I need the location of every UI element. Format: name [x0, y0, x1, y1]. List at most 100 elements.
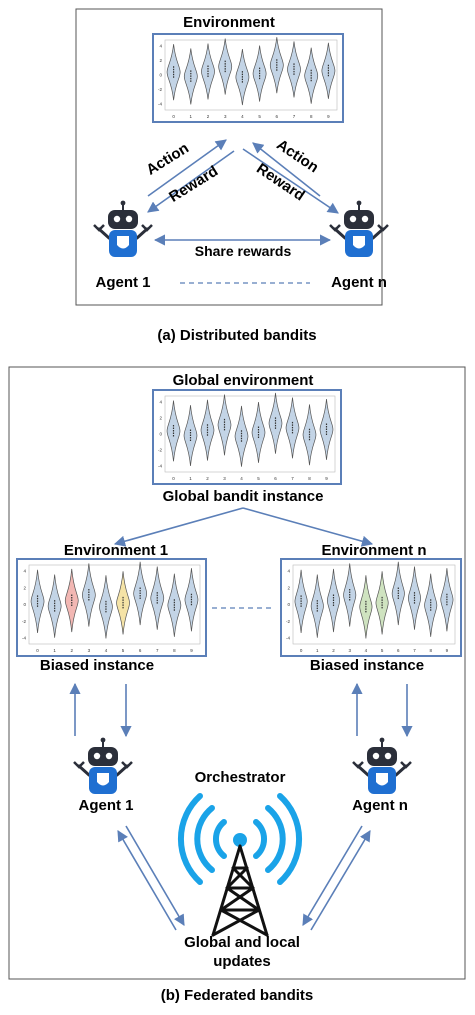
violin-x-tick: 7 — [413, 648, 416, 653]
panel-b-agent-n: Agent n — [352, 797, 408, 814]
violin-y-tick: -4 — [158, 102, 162, 107]
arrow-orch-to-agentn — [310, 830, 371, 931]
violin-y-tick: 4 — [23, 569, 26, 574]
violin-y-tick: -4 — [286, 636, 290, 641]
arrow-reward-right — [242, 148, 339, 214]
plot-axes — [292, 564, 456, 645]
biased-instance-n: Biased instance — [310, 657, 424, 674]
violin-x-tick: 1 — [189, 476, 192, 481]
violin-y-tick: -4 — [22, 636, 26, 641]
arrow-orch-to-agent1 — [117, 830, 177, 931]
violin-x-tick: 0 — [172, 114, 175, 119]
violin-x-tick: 8 — [310, 114, 313, 119]
violin-x-tick: 5 — [122, 648, 125, 653]
violin-x-tick: 6 — [274, 476, 277, 481]
orchestrator-label: Orchestrator — [195, 769, 286, 786]
violin-x-tick: 1 — [316, 648, 319, 653]
violin-y-tick: 2 — [23, 585, 26, 590]
violin-y-tick: 0 — [159, 73, 162, 78]
panel-a-environment-plot: 0 1 2 3 4 5 6 7 8 9 4 2 0 -2 -4 — [152, 33, 344, 123]
violin-y-tick: 2 — [159, 416, 162, 421]
robot-icon — [73, 737, 133, 794]
violin-x-tick: 3 — [223, 476, 226, 481]
env-1-title: Environment 1 — [64, 542, 168, 559]
violin-x-tick: 7 — [293, 114, 296, 119]
violin-x-tick: 1 — [53, 648, 56, 653]
arrow-action-right — [252, 142, 321, 197]
violin-y-tick: -2 — [158, 448, 162, 453]
arrow-agentn-to-orch — [302, 825, 363, 926]
updates-label-line1: Global and local — [184, 934, 300, 951]
panel-b-global-env-title: Global environment — [173, 372, 314, 389]
arrow-agent1-to-orch — [125, 825, 185, 926]
panel-a-environment-title: Environment — [183, 14, 275, 31]
violin-y-tick: 4 — [159, 44, 162, 49]
violin-x-tick: 5 — [381, 648, 384, 653]
violin-x-tick: 4 — [105, 648, 108, 653]
updates-label-line2: updates — [213, 953, 271, 970]
violin-x-tick: 5 — [258, 114, 261, 119]
violin-x-tick: 9 — [327, 114, 330, 119]
violin-x-tick: 6 — [139, 648, 142, 653]
env-n-title: Environment n — [321, 542, 426, 559]
violin-x-tick: 6 — [397, 648, 400, 653]
panel-a-frame — [75, 8, 383, 306]
label-reward-left: Reward — [166, 163, 221, 206]
label-share-rewards: Share rewards — [195, 243, 292, 259]
violin-y-tick: -2 — [158, 87, 162, 92]
panel-a-agent-n: Agent n — [331, 274, 387, 291]
violin-y-tick: 0 — [287, 602, 290, 607]
violin-x-tick: 5 — [257, 476, 260, 481]
violin-y-tick: 4 — [287, 569, 290, 574]
violin-x-tick: 9 — [446, 648, 449, 653]
arrow-global-to-env1 — [113, 507, 244, 547]
violin-x-tick: 9 — [190, 648, 193, 653]
label-action-left: Action — [143, 140, 192, 179]
violin-x-tick: 3 — [224, 114, 227, 119]
violin-x-tick: 0 — [172, 476, 175, 481]
violin-x-tick: 8 — [308, 476, 311, 481]
arrow-global-to-envn — [242, 507, 374, 547]
violin-y-tick: 0 — [23, 602, 26, 607]
arrow-reward-left — [147, 150, 235, 213]
violin-x-tick: 0 — [36, 648, 39, 653]
violin-x-tick: 0 — [300, 648, 303, 653]
violin-y-tick: 2 — [287, 585, 290, 590]
robot-icon — [352, 737, 412, 794]
global-instance-label: Global bandit instance — [163, 488, 324, 505]
violin-x-tick: 2 — [207, 114, 210, 119]
violin-x-tick: 2 — [332, 648, 335, 653]
violin-y-tick: 2 — [159, 58, 162, 63]
violin-x-tick: 9 — [325, 476, 328, 481]
violin-x-tick: 6 — [276, 114, 279, 119]
panel-b-agent-1: Agent 1 — [78, 797, 133, 814]
violin-y-tick: -4 — [158, 464, 162, 469]
violin-x-tick: 2 — [70, 648, 73, 653]
violin-x-tick: 3 — [88, 648, 91, 653]
plot-axes — [28, 564, 201, 645]
caption-b: (b) Federated bandits — [161, 987, 314, 1004]
robot-icon — [329, 200, 389, 257]
signal-tower-icon — [177, 793, 303, 937]
arrow-action-left — [147, 139, 227, 197]
violin-x-tick: 3 — [348, 648, 351, 653]
panel-a-agent-1: Agent 1 — [95, 274, 150, 291]
label-action-right: Action — [273, 136, 321, 176]
violin-x-tick: 4 — [365, 648, 368, 653]
violin-x-tick: 7 — [291, 476, 294, 481]
robot-icon — [93, 200, 153, 257]
violin-y-tick: 0 — [159, 432, 162, 437]
plot-axes — [164, 395, 336, 473]
violin-x-tick: 8 — [429, 648, 432, 653]
plot-axes — [164, 39, 338, 111]
violin-x-tick: 4 — [241, 114, 244, 119]
violin-y-tick: -2 — [22, 619, 26, 624]
biased-instance-1: Biased instance — [40, 657, 154, 674]
caption-a: (a) Distributed bandits — [157, 327, 316, 344]
violin-x-tick: 1 — [190, 114, 193, 119]
violin-x-tick: 8 — [173, 648, 176, 653]
